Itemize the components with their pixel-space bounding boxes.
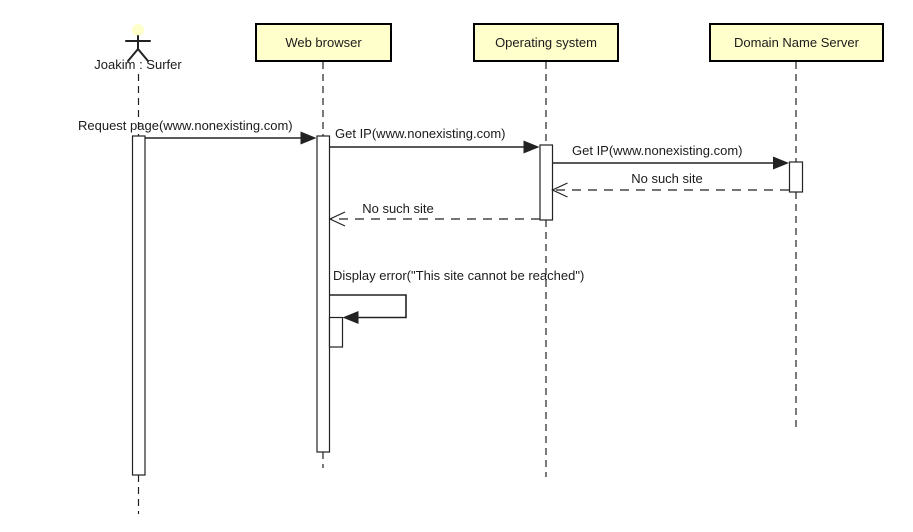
activation-browser: [316, 135, 331, 453]
message-arrow-display-error: [330, 294, 407, 324]
activation-dns: [788, 161, 804, 193]
actor-label: Joakim : Surfer: [94, 57, 182, 72]
message-arrow-request-page: [145, 131, 317, 145]
message-label-no-such-site-dns: No such site: [631, 171, 703, 186]
activation-os: [539, 144, 554, 221]
participant-box-operating-system: Operating system: [473, 23, 619, 62]
participant-box-domain-name-server: Domain Name Server: [709, 23, 884, 62]
message-label-display-error: Display error("This site cannot be reach…: [333, 268, 585, 283]
message-arrow-no-such-site-dns: [551, 182, 789, 198]
message-arrow-get-ip-dns: [552, 156, 789, 170]
message-label-get-ip-dns: Get IP(www.nonexisting.com): [572, 143, 743, 158]
activation-bars: [131, 135, 804, 476]
message-label-no-such-site-os: No such site: [362, 201, 434, 216]
actor-icon: [125, 24, 151, 62]
participant-box-web-browser: Web browser: [255, 23, 392, 62]
activation-user: [131, 135, 146, 476]
message-label-get-ip-os: Get IP(www.nonexisting.com): [335, 126, 506, 141]
activation-browser-nested: [328, 316, 344, 348]
participant-name: Operating system: [495, 35, 597, 50]
message-arrow-get-ip-os: [329, 140, 540, 154]
participant-name: Domain Name Server: [734, 35, 859, 50]
participant-name: Web browser: [285, 35, 362, 50]
message-label-request-page: Request page(www.nonexisting.com): [78, 118, 293, 133]
message-arrow-no-such-site-os: [328, 211, 540, 227]
